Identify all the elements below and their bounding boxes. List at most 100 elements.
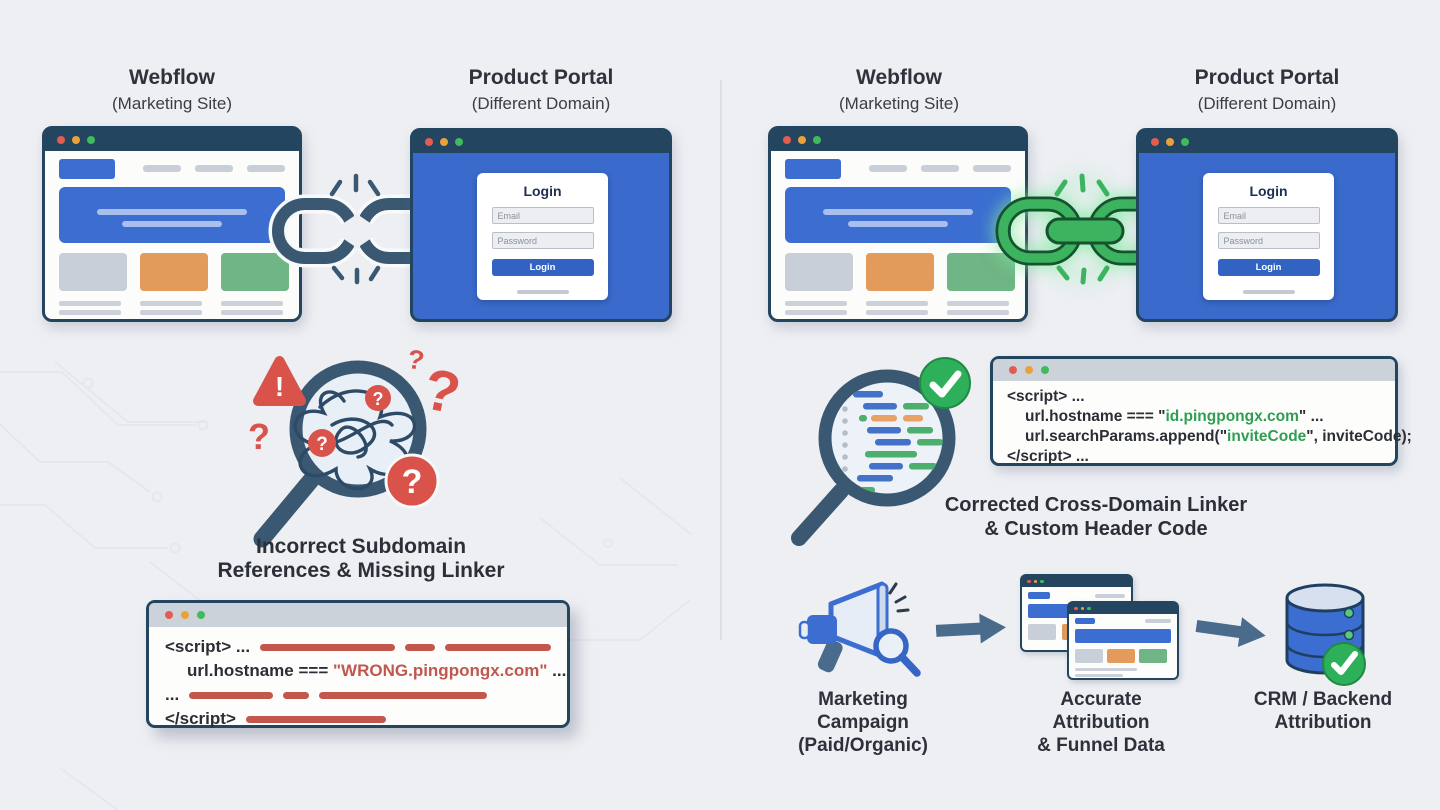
flow-step2-label: Accurate Attribution & Funnel Data xyxy=(1010,688,1192,757)
content-card-gray xyxy=(59,253,127,291)
left-code-window: <script> ... url.hostname === "WRONG.pin… xyxy=(146,600,570,728)
code-script-open: <script> ... xyxy=(165,637,251,656)
code-script-close: </script> xyxy=(165,709,236,728)
code-body: <script> ... url.hostname === "id.pingpo… xyxy=(993,381,1412,471)
code-tail: ", inviteCode); xyxy=(1306,428,1412,445)
right-caption-line1: Corrected Cross-Domain Linker xyxy=(944,494,1248,516)
right-portal-subtitle: (Different Domain) xyxy=(1197,94,1337,113)
nav-link-placeholder xyxy=(921,165,959,172)
left-portal-title: Product Portal xyxy=(468,66,614,89)
traffic-light-green-icon xyxy=(87,136,95,144)
login-footer-placeholder xyxy=(1242,290,1295,294)
tangled-code-magnifier-icon: ! ? ? ? ? ? ? xyxy=(248,345,466,548)
flow-step1-line2: (Paid/Organic) xyxy=(798,735,928,756)
mini-window-front xyxy=(1067,601,1179,680)
question-mark-icon: ? xyxy=(405,345,426,376)
left-webflow-subtitle: (Marketing Site) xyxy=(112,94,232,113)
content-card-gray xyxy=(785,253,853,291)
window-titlebar xyxy=(413,131,669,153)
traffic-light-yellow-icon xyxy=(181,611,189,619)
marketing-megaphone-icon xyxy=(798,581,921,677)
code-ellipsis: ... xyxy=(547,661,567,680)
code-tail: " ... xyxy=(1298,408,1324,425)
flow-step1-label: Marketing Campaign (Paid/Organic) xyxy=(782,688,944,757)
login-title: Login xyxy=(1249,183,1288,199)
connected-link-chain-icon xyxy=(995,173,1175,285)
traffic-light-green-icon xyxy=(813,136,821,144)
content-card-orange xyxy=(866,253,934,291)
code-script-open: <script> ... xyxy=(1007,388,1085,405)
question-badge-icon: ? xyxy=(402,463,423,501)
traffic-light-yellow-icon xyxy=(1166,138,1174,146)
left-caption-line1: Incorrect Subdomain xyxy=(255,535,467,558)
right-webflow-heading: Webflow (Marketing Site) xyxy=(769,66,1029,114)
right-product-portal-window: Login Login xyxy=(1136,128,1398,322)
email-field xyxy=(1217,207,1320,224)
right-caption-line2: & Custom Header Code xyxy=(984,518,1208,540)
traffic-light-red-icon xyxy=(165,611,173,619)
left-portal-subtitle: (Different Domain) xyxy=(471,94,611,113)
left-product-portal-window: Login Login xyxy=(410,128,672,322)
traffic-light-yellow-icon xyxy=(72,136,80,144)
left-webflow-heading: Webflow (Marketing Site) xyxy=(42,66,302,114)
question-mark-icon: ? xyxy=(418,356,466,427)
redacted-code-bar xyxy=(404,643,436,651)
code-hostname: url.hostname === " xyxy=(1025,408,1166,425)
traffic-light-green-icon xyxy=(1041,366,1049,374)
question-badge-icon: ? xyxy=(316,434,328,455)
code-script-close: </script> ... xyxy=(1007,448,1089,465)
traffic-light-yellow-icon xyxy=(440,138,448,146)
broken-link-chain-icon xyxy=(268,173,446,285)
code-searchparams: url.searchParams.append(" xyxy=(1025,428,1228,445)
traffic-light-red-icon xyxy=(783,136,791,144)
login-button: Login xyxy=(1217,259,1320,276)
traffic-light-red-icon xyxy=(1151,138,1159,146)
right-portal-heading: Product Portal (Different Domain) xyxy=(1137,66,1397,114)
window-titlebar xyxy=(1139,131,1395,153)
content-card-green xyxy=(947,253,1015,291)
nav-link-placeholder xyxy=(195,165,233,172)
site-logo-placeholder xyxy=(59,159,115,179)
right-webflow-subtitle: (Marketing Site) xyxy=(839,94,959,113)
verified-code-magnifier-icon xyxy=(791,357,971,546)
traffic-light-red-icon xyxy=(57,136,65,144)
traffic-light-green-icon xyxy=(1181,138,1189,146)
flow-step2-line1: Accurate Attribution xyxy=(1052,689,1150,733)
email-field xyxy=(491,207,594,224)
crm-database-icon xyxy=(1285,583,1366,686)
traffic-light-yellow-icon xyxy=(1025,366,1033,374)
panel-divider xyxy=(720,80,722,640)
small-magnifier-icon xyxy=(873,628,909,664)
left-caption-line2: References & Missing Linker xyxy=(217,559,505,582)
window-titlebar xyxy=(771,129,1025,151)
wrong-hostname-value: "WRONG.pingpongx.com" xyxy=(332,661,548,680)
login-footer-placeholder xyxy=(516,290,569,294)
traffic-light-red-icon xyxy=(425,138,433,146)
login-title: Login xyxy=(523,183,562,199)
login-card: Login Login xyxy=(1203,173,1334,300)
nav-link-placeholder xyxy=(869,165,907,172)
code-window-titlebar xyxy=(149,603,567,627)
code-body: <script> ... url.hostname === "WRONG.pin… xyxy=(149,627,567,737)
traffic-light-green-icon xyxy=(455,138,463,146)
code-hostname: url.hostname === xyxy=(187,661,333,680)
question-mark-icon: ? xyxy=(248,416,270,457)
correct-hostname-value: id.pingpongx.com xyxy=(1165,408,1299,425)
flow-step3-line2: Attribution xyxy=(1274,712,1372,733)
right-webflow-title: Webflow xyxy=(856,66,942,89)
redacted-code-bar xyxy=(283,691,310,699)
right-caption: Corrected Cross-Domain Linker & Custom H… xyxy=(916,493,1276,541)
redacted-code-bar xyxy=(445,643,551,651)
warning-exclamation-icon: ! xyxy=(275,371,284,402)
flow-step2-line2: & Funnel Data xyxy=(1037,735,1165,756)
flow-arrow-icon xyxy=(935,613,1006,644)
left-caption: Incorrect Subdomain References & Missing… xyxy=(181,535,541,583)
left-webflow-title: Webflow xyxy=(129,66,215,89)
redacted-code-bar xyxy=(260,643,395,651)
redacted-code-bar xyxy=(319,691,488,699)
password-field xyxy=(491,232,594,249)
traffic-light-red-icon xyxy=(1009,366,1017,374)
hero-banner-placeholder xyxy=(785,187,1011,243)
nav-link-placeholder xyxy=(143,165,181,172)
